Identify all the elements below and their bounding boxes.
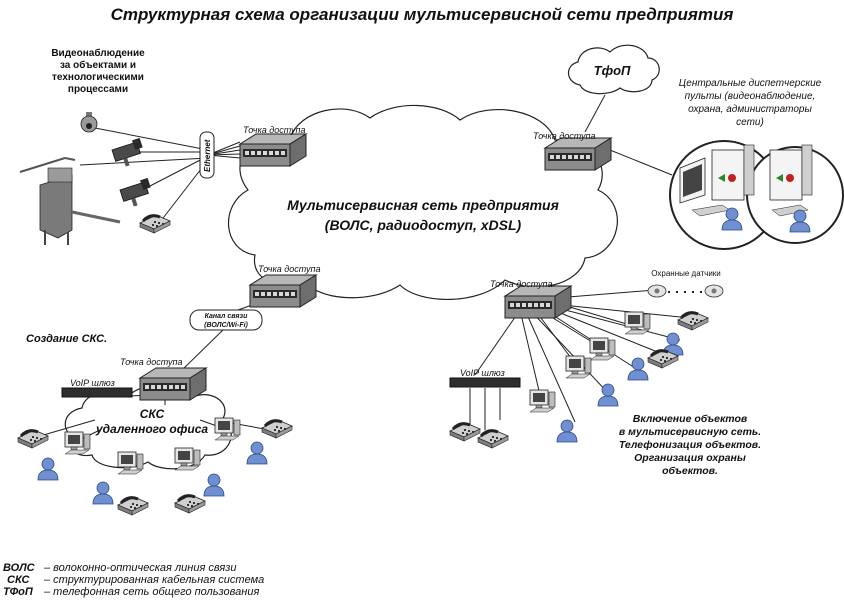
person-icon-br-3: [597, 383, 619, 407]
pc-icon-br-2: [589, 337, 616, 361]
voip-gateway-left: [61, 387, 133, 398]
phone-icon-ro-4: [260, 418, 294, 440]
remote-cloud-title: СКС: [140, 407, 165, 421]
dispatch-workstation-1: [679, 144, 755, 217]
inclusion-label-line1: Включение объектов: [633, 413, 748, 425]
legend-def-1: – волоконно-оптическая линия связи: [43, 562, 236, 574]
pstn-cloud: [567, 44, 660, 95]
inclusion-label-line5: объектов.: [662, 465, 718, 477]
phone-icon-ro-3: [173, 493, 207, 515]
access-point-top-right: [544, 137, 612, 171]
phone-icon-video: [138, 213, 172, 235]
dispatch-label-line3: охрана, администраторы: [688, 104, 812, 115]
voip-label-left: VoIP шлюз: [70, 378, 115, 388]
person-icon-ro-3: [203, 473, 225, 497]
legend: ВОЛС – волоконно-оптическая линия связи …: [3, 562, 264, 598]
phone-icon-br-1: [676, 310, 710, 332]
legend-abbr-3: ТФоП: [3, 586, 34, 598]
pc-icon-ro-1: [64, 431, 91, 455]
legend-def-3: – телефонная сеть общего пользования: [43, 586, 259, 598]
voip-label-right: VoIP шлюз: [460, 368, 505, 378]
video-label-line2: за объектами и: [60, 59, 136, 71]
pc-icon-br-4: [529, 389, 556, 413]
video-label-line3: технологическими: [52, 72, 144, 83]
video-label-line1: Видеонаблюдение: [51, 47, 145, 59]
ethernet-label: Ethernet: [203, 139, 212, 172]
person-icon-ro-2: [92, 481, 114, 505]
inclusion-label-line2: в мультисервисную сеть.: [619, 426, 761, 438]
access-point-label-4: Точка доступа: [490, 279, 552, 289]
channel-label-line1: Канал связи: [205, 313, 248, 320]
inclusion-label-line3: Телефонизация объектов.: [619, 439, 761, 451]
phone-icon-br-3: [448, 421, 482, 443]
security-sensors-label: Охранные датчики: [651, 269, 721, 278]
dispatch-label-line2: пульты (видеонаблюдение,: [685, 90, 816, 102]
dome-camera-icon: [80, 112, 98, 133]
main-cloud-title: Мультисервисная сеть предприятия: [287, 197, 559, 213]
person-icon-br-4: [556, 419, 578, 443]
legend-def-2: – структурированная кабельная система: [43, 574, 264, 586]
pstn-cloud-label: ТфоП: [594, 63, 631, 78]
pc-icon-ro-2: [117, 451, 144, 475]
access-point-sks: [139, 367, 207, 401]
camera-icon-2: [119, 177, 152, 208]
dispatch-workstation-2: [769, 144, 813, 217]
pc-icon-br-3: [565, 355, 592, 379]
industrial-equipment: [19, 157, 121, 245]
person-icon-br-2: [627, 357, 649, 381]
dispatch-label-line4: сети): [736, 117, 764, 128]
access-point-middle: [249, 274, 317, 308]
access-point-label-2: Точка доступа: [533, 131, 595, 141]
security-sensor-icon-1: [647, 284, 667, 298]
security-sensor-icon-2: [704, 284, 724, 298]
channel-label-line2: (ВОЛС/Wi-Fi): [204, 322, 248, 329]
access-point-label-3: Точка доступа: [258, 264, 320, 274]
inclusion-label-line4: Организация охраны: [634, 452, 746, 464]
access-point-label-5: Точка доступа: [120, 357, 182, 367]
diagram-title: Структурная схема организации мультисерв…: [111, 5, 734, 24]
access-point-bottom-right: [504, 285, 572, 319]
phone-icon-br-4: [476, 428, 510, 450]
channel-box: [189, 309, 263, 331]
person-icon-ro-4: [246, 441, 268, 465]
remote-cloud-subtitle: удаленного офиса: [95, 422, 208, 436]
voip-gateway-right: [449, 377, 521, 388]
person-icon-ro-1: [37, 457, 59, 481]
phone-icon-ro-2: [116, 495, 150, 517]
phone-icon-ro-1: [16, 428, 50, 450]
main-cloud-subtitle: (ВОЛС, радиодоступ, xDSL): [325, 217, 522, 233]
legend-abbr-1: ВОЛС: [3, 562, 36, 574]
scs-label: Создание СКС.: [26, 333, 107, 345]
legend-abbr-2: СКС: [7, 574, 31, 586]
video-label-line4: процессами: [68, 84, 128, 95]
ethernet-box: [199, 131, 215, 179]
dispatch-label-line1: Центральные диспетчерские: [679, 78, 822, 89]
access-point-top-left: [239, 133, 307, 167]
access-point-label-1: Точка доступа: [243, 125, 305, 135]
pc-icon-br-1: [624, 311, 651, 335]
